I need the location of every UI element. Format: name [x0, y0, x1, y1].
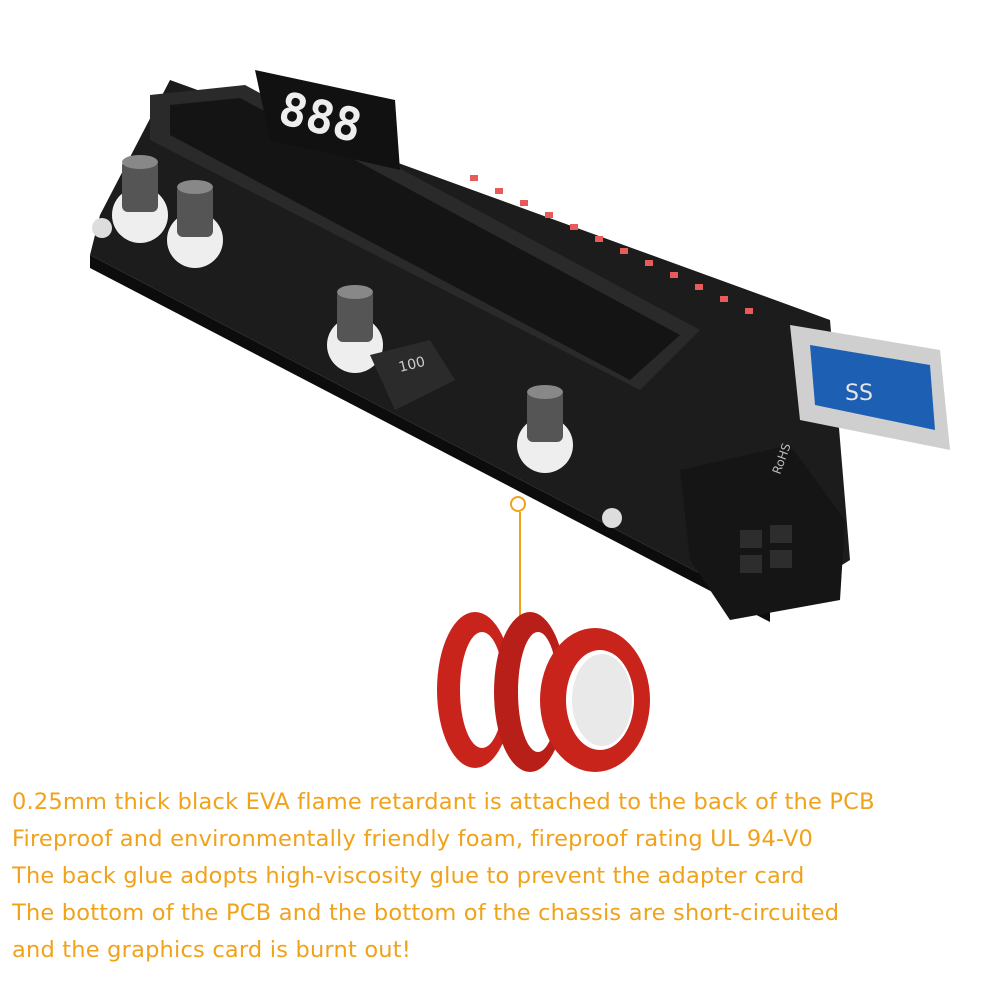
capacitor [517, 385, 573, 473]
usb-logo: SS [845, 381, 873, 406]
eva-tape-rolls [437, 612, 650, 772]
svg-text:100: 100 [397, 354, 427, 376]
callout-line [519, 512, 521, 630]
usb3-port: SS [790, 325, 950, 450]
led-row [470, 175, 753, 314]
caption-line-2: Fireproof and environmentally friendly f… [12, 826, 814, 852]
caption-line-4: The bottom of the PCB and the bottom of … [12, 900, 840, 926]
mounting-hole [602, 508, 622, 528]
tape-roll [437, 612, 513, 768]
led-display: 888 [255, 70, 400, 170]
capacitor [327, 285, 383, 373]
inductor: 100 [370, 340, 455, 410]
pcie-riser-board: 888 100 [90, 70, 950, 622]
power-connector [680, 445, 845, 620]
tape-roll [540, 628, 650, 772]
caption-line-1: 0.25mm thick black EVA flame retardant i… [12, 789, 875, 815]
product-description: 0.25mm thick black EVA flame retardant i… [12, 784, 992, 969]
pcie-slot [150, 85, 700, 390]
mounting-hole [92, 218, 112, 238]
callout-dot [510, 496, 526, 512]
capacitor [112, 155, 168, 243]
caption-line-3: The back glue adopts high-viscosity glue… [12, 863, 805, 889]
caption-line-5: and the graphics card is burnt out! [12, 937, 411, 963]
capacitor [167, 180, 223, 268]
